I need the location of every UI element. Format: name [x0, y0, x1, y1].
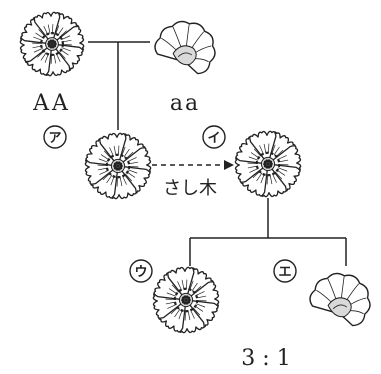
label-cutting: さし木 [163, 178, 217, 199]
marker-u-label: ウ [134, 265, 147, 280]
offspring-lines [190, 198, 346, 266]
marker-i: イ [203, 126, 225, 148]
arrow-head-icon [224, 160, 234, 170]
label-parent-right: aa [170, 91, 200, 116]
marker-a-label: ア [48, 131, 61, 146]
marker-e: エ [274, 260, 296, 282]
cross-lines [88, 42, 150, 130]
marker-i-label: イ [207, 131, 220, 146]
flower-aa-icon [20, 12, 83, 75]
label-parent-left: AA [32, 91, 71, 116]
flower-e-white-icon [310, 273, 370, 325]
flower-a-icon [85, 133, 150, 198]
flower-u-icon [153, 267, 218, 332]
marker-u: ウ [130, 260, 152, 282]
marker-a: ア [44, 126, 66, 148]
label-ratio: 3 : 1 [241, 346, 290, 371]
marker-e-label: エ [278, 265, 291, 280]
flower-aa-white-icon [155, 21, 215, 73]
cutting-arrow [152, 160, 234, 170]
flower-i-icon [235, 131, 300, 196]
